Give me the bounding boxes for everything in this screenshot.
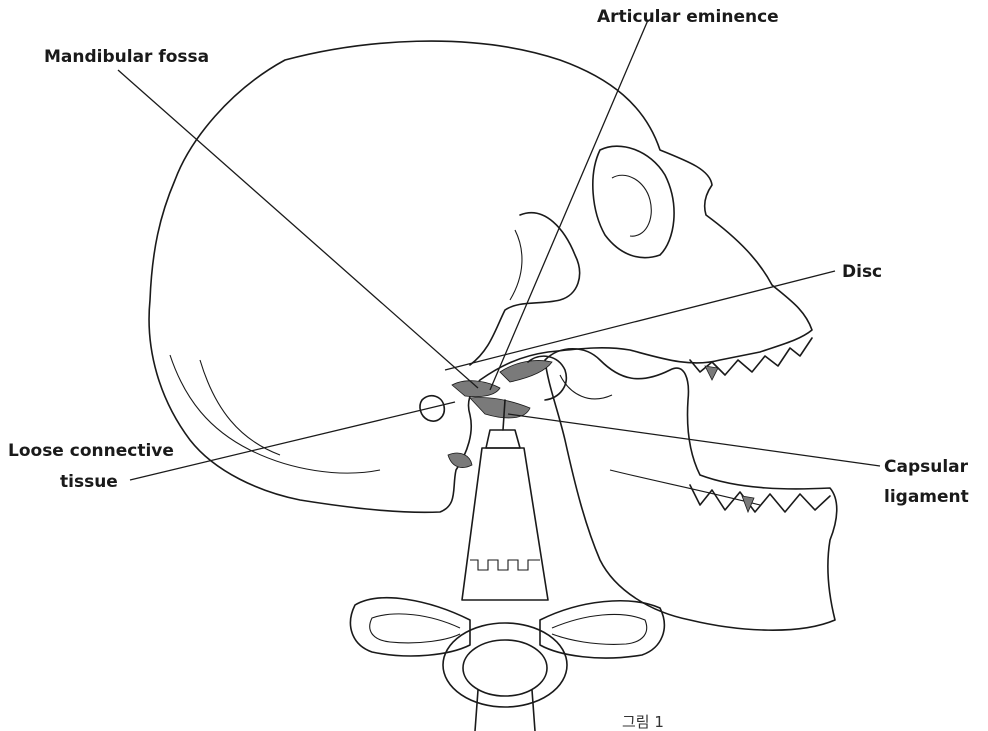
- coronoid-notch: [560, 375, 612, 399]
- temporal-line: [170, 355, 380, 473]
- occipital-crease: [200, 360, 280, 455]
- orbit: [593, 146, 674, 257]
- label-loose-connective-tissue-line2: tissue: [60, 472, 118, 492]
- label-capsular-ligament-line2: ligament: [884, 487, 969, 507]
- syringe-barrel-crenels: [470, 560, 540, 570]
- syringe: [350, 400, 664, 731]
- upper-teeth: [690, 338, 812, 380]
- syringe-left-ring-inner: [370, 614, 460, 643]
- syringe-thumb-ring-outer: [443, 623, 567, 707]
- mandible-outline: [545, 349, 837, 630]
- loose-tissue-shade: [448, 453, 472, 467]
- labels: Articular eminence Mandibular fossa Disc…: [8, 7, 969, 731]
- cranium: [149, 41, 812, 512]
- leader-articular-eminence: [490, 20, 648, 390]
- syringe-barrel: [462, 448, 548, 600]
- leader-loose-connective-tissue: [130, 402, 455, 480]
- leader-disc: [445, 271, 835, 370]
- zygomatic-arch: [470, 213, 580, 365]
- syringe-left-finger-ring: [350, 598, 470, 656]
- mandible-canal: [610, 470, 760, 505]
- orbit-outline: [593, 146, 674, 257]
- label-disc: Disc: [842, 262, 882, 282]
- zygoma-detail: [510, 230, 522, 300]
- leader-mandibular-fossa: [118, 70, 478, 388]
- syringe-thumb-ring-inner: [463, 640, 547, 696]
- label-articular-eminence: Articular eminence: [597, 7, 779, 27]
- cranium-outline: [149, 41, 812, 512]
- label-mandibular-fossa: Mandibular fossa: [44, 47, 209, 67]
- tmj-joint: [420, 356, 566, 467]
- orbit-inner: [612, 175, 651, 236]
- ear-canal: [420, 396, 444, 421]
- label-capsular-ligament-line1: Capsular: [884, 457, 969, 477]
- syringe-right-finger-ring: [540, 601, 664, 658]
- syringe-hub: [486, 430, 520, 448]
- label-loose-connective-tissue-line1: Loose connective: [8, 441, 174, 461]
- mandible: [545, 349, 837, 630]
- figure-caption: 그림 1: [622, 713, 664, 731]
- syringe-right-ring-inner: [552, 614, 647, 644]
- upper-tooth-shadow: [705, 366, 718, 380]
- zygoma: [470, 213, 580, 365]
- capsule-shade: [470, 397, 530, 417]
